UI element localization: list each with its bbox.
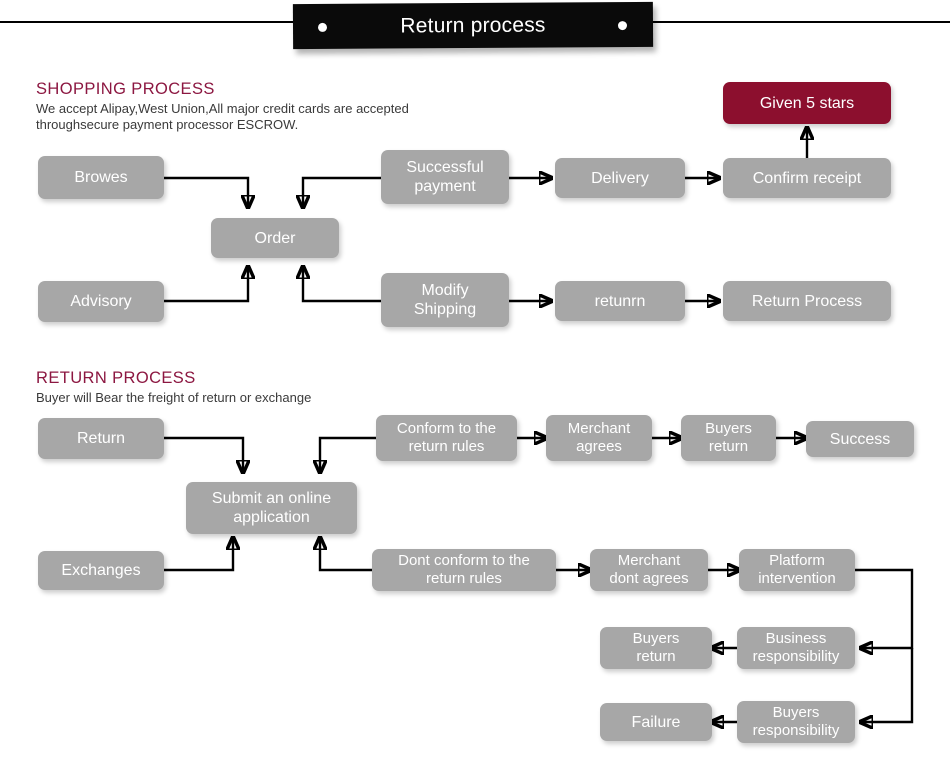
page-title: Return process: [400, 13, 546, 37]
title-banner: Return process: [292, 1, 654, 50]
node-confirm-receipt[interactable]: Confirm receipt: [723, 158, 891, 198]
node-buyers-responsibility[interactable]: Buyers responsibility: [737, 701, 855, 743]
node-submit-online-application[interactable]: Submit an online application: [186, 482, 357, 534]
wire-exchanges-to-submit: [164, 538, 233, 572]
node-retunrn[interactable]: retunrn: [555, 281, 685, 321]
node-advisory[interactable]: Advisory: [38, 281, 164, 322]
node-modify-shipping[interactable]: Modify Shipping: [381, 273, 509, 327]
node-merchant-dont-agrees[interactable]: Merchant dont agrees: [590, 549, 708, 591]
node-success[interactable]: Success: [806, 421, 914, 457]
wire-conform-to-submit: [320, 436, 376, 472]
wire-platform-to-buyers-resp: [861, 648, 914, 722]
section-subtitle-shopping: We accept Alipay,West Union,All major cr…: [36, 101, 409, 132]
wire-dontconform-to-submit: [320, 538, 372, 572]
section-title-return: RETURN PROCESS: [36, 369, 196, 387]
section-title-shopping: SHOPPING PROCESS: [36, 80, 215, 98]
node-exchanges[interactable]: Exchanges: [38, 551, 164, 590]
node-return[interactable]: Return: [38, 418, 164, 459]
node-browes[interactable]: Browes: [38, 156, 164, 199]
node-successful-payment[interactable]: Successful payment: [381, 150, 509, 204]
wire-platform-to-business-resp: [855, 568, 914, 648]
wire-advisory-to-order: [164, 267, 248, 303]
wire-modify-to-order: [303, 267, 381, 303]
node-given-5-stars[interactable]: Given 5 stars: [723, 82, 891, 124]
node-delivery[interactable]: Delivery: [555, 158, 685, 198]
wire-return-to-submit: [164, 436, 243, 472]
node-dont-conform-return-rules[interactable]: Dont conform to the return rules: [372, 549, 556, 591]
node-buyers-return-top[interactable]: Buyers return: [681, 415, 776, 461]
wire-payment-to-order: [303, 176, 381, 207]
node-return-process[interactable]: Return Process: [723, 281, 891, 321]
node-buyers-return-mid[interactable]: Buyers return: [600, 627, 712, 669]
node-failure[interactable]: Failure: [600, 703, 712, 741]
node-business-responsibility[interactable]: Business responsibility: [737, 627, 855, 669]
node-platform-intervention[interactable]: Platform intervention: [739, 549, 855, 591]
node-conform-return-rules[interactable]: Conform to the return rules: [376, 415, 517, 461]
node-order[interactable]: Order: [211, 218, 339, 258]
node-merchant-agrees[interactable]: Merchant agrees: [546, 415, 652, 461]
wire-browes-to-order: [164, 176, 248, 207]
section-subtitle-return: Buyer will Bear the freight of return or…: [36, 390, 312, 405]
